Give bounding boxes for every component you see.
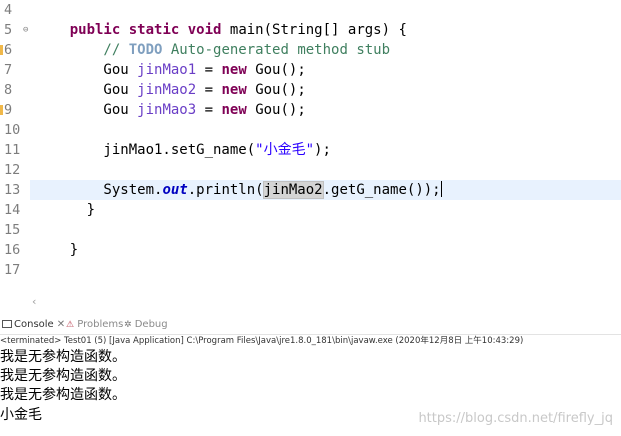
line-number: 17 bbox=[4, 262, 21, 278]
tab-console-label: Console bbox=[14, 319, 54, 330]
output-line: 我是无参构造函数。 bbox=[0, 387, 126, 403]
fold-collapse-icon[interactable]: ⊖ bbox=[23, 25, 29, 35]
console-icon bbox=[2, 320, 12, 328]
code-token: // bbox=[69, 42, 129, 58]
tab-problems-label: Problems bbox=[77, 319, 124, 330]
line-number: 8 bbox=[4, 82, 13, 98]
code-token: ); bbox=[314, 142, 331, 158]
code-token: } bbox=[69, 202, 96, 218]
code-line[interactable]: Gou jinMao3 = new Gou(); bbox=[36, 100, 306, 120]
code-token: Gou bbox=[69, 102, 138, 118]
code-line[interactable]: System.out.println(jinMao2.getG_name()); bbox=[36, 180, 442, 200]
code-line[interactable]: public static void main(String[] args) { bbox=[36, 20, 407, 40]
code-token: jinMao2 bbox=[262, 181, 324, 199]
tab-problems[interactable]: ⚠ Problems bbox=[64, 317, 125, 333]
code-token: } bbox=[69, 242, 79, 258]
watermark: https://blog.csdn.net/firefly_jq bbox=[418, 411, 613, 426]
close-icon[interactable]: ✕ bbox=[56, 319, 66, 330]
line-number: 15 bbox=[4, 222, 21, 238]
line-number: 9 bbox=[4, 102, 13, 118]
code-token: .getG_name()); bbox=[322, 182, 441, 198]
line-number: 5 bbox=[4, 22, 13, 38]
line-number: 12 bbox=[4, 162, 21, 178]
code-line[interactable]: // TODO Auto-generated method stub bbox=[36, 40, 390, 60]
console-tab-bar: Console✕ ⚠ Problems ✲ Debug bbox=[0, 316, 621, 335]
code-token: Gou(); bbox=[246, 62, 306, 78]
code-token: Gou(); bbox=[246, 82, 306, 98]
code-token: System. bbox=[69, 182, 163, 198]
code-line[interactable]: } bbox=[36, 200, 95, 220]
horizontal-scrollbar[interactable]: ‹ bbox=[0, 295, 621, 310]
debug-icon: ✲ bbox=[124, 320, 132, 330]
code-line[interactable]: } bbox=[36, 240, 78, 260]
code-token bbox=[179, 22, 187, 38]
line-number: 16 bbox=[4, 242, 21, 258]
code-token: jinMao1.setG_name( bbox=[69, 142, 256, 158]
line-number: 7 bbox=[4, 62, 13, 78]
line-number: 10 bbox=[4, 122, 21, 138]
line-number: 6 bbox=[4, 42, 13, 58]
code-line[interactable]: Gou jinMao2 = new Gou(); bbox=[36, 80, 306, 100]
current-line-highlight bbox=[30, 180, 621, 200]
code-token: = bbox=[196, 62, 222, 78]
problems-icon: ⚠ bbox=[66, 320, 75, 330]
code-token: TODO bbox=[128, 42, 163, 58]
line-number: 4 bbox=[4, 2, 13, 18]
code-token: Gou bbox=[69, 62, 138, 78]
code-token: = bbox=[196, 102, 222, 118]
tab-debug[interactable]: ✲ Debug bbox=[122, 317, 170, 333]
code-token: new bbox=[221, 82, 247, 98]
code-line[interactable]: Gou jinMao1 = new Gou(); bbox=[36, 60, 306, 80]
line-number: 14 bbox=[4, 202, 21, 218]
code-token: Gou bbox=[69, 82, 138, 98]
code-token: jinMao3 bbox=[137, 102, 197, 118]
output-line: 小金毛 bbox=[0, 407, 42, 423]
line-number-gutter: 4 5 6 7 8 9 10 11 12 13 14 15 16 17 bbox=[0, 0, 30, 300]
console-status-line: <terminated> Test01 (5) [Java Applicatio… bbox=[0, 336, 524, 346]
code-token: public bbox=[69, 22, 121, 38]
code-token: out bbox=[162, 182, 188, 198]
warning-marker-icon bbox=[0, 45, 3, 55]
scroll-left-icon[interactable]: ‹ bbox=[32, 295, 37, 308]
code-editor[interactable]: 4 5 6 7 8 9 10 11 12 13 14 15 16 17 ⊖ public static v… bbox=[0, 0, 621, 312]
code-token: new bbox=[221, 102, 247, 118]
code-token: Gou(); bbox=[246, 102, 306, 118]
code-token: main(String[] args) { bbox=[221, 22, 407, 38]
tab-debug-label: Debug bbox=[134, 319, 168, 330]
line-number: 13 bbox=[4, 182, 21, 198]
text-caret bbox=[440, 181, 442, 197]
code-token: Auto-generated method stub bbox=[162, 42, 391, 58]
tab-console[interactable]: Console✕ bbox=[0, 317, 68, 333]
code-token: jinMao2 bbox=[137, 82, 197, 98]
line-number: 11 bbox=[4, 142, 21, 158]
code-token: "小金毛" bbox=[255, 142, 315, 158]
warning-marker-icon bbox=[0, 105, 3, 115]
code-token: .println( bbox=[187, 182, 264, 198]
code-token: static bbox=[128, 22, 180, 38]
code-token: void bbox=[187, 22, 222, 38]
code-line[interactable]: jinMao1.setG_name("小金毛"); bbox=[36, 140, 331, 160]
output-line: 我是无参构造函数。 bbox=[0, 368, 126, 384]
output-line: 我是无参构造函数。 bbox=[0, 349, 126, 365]
code-token bbox=[120, 22, 128, 38]
code-token: jinMao1 bbox=[137, 62, 197, 78]
code-token: new bbox=[221, 62, 247, 78]
code-token: = bbox=[196, 82, 222, 98]
